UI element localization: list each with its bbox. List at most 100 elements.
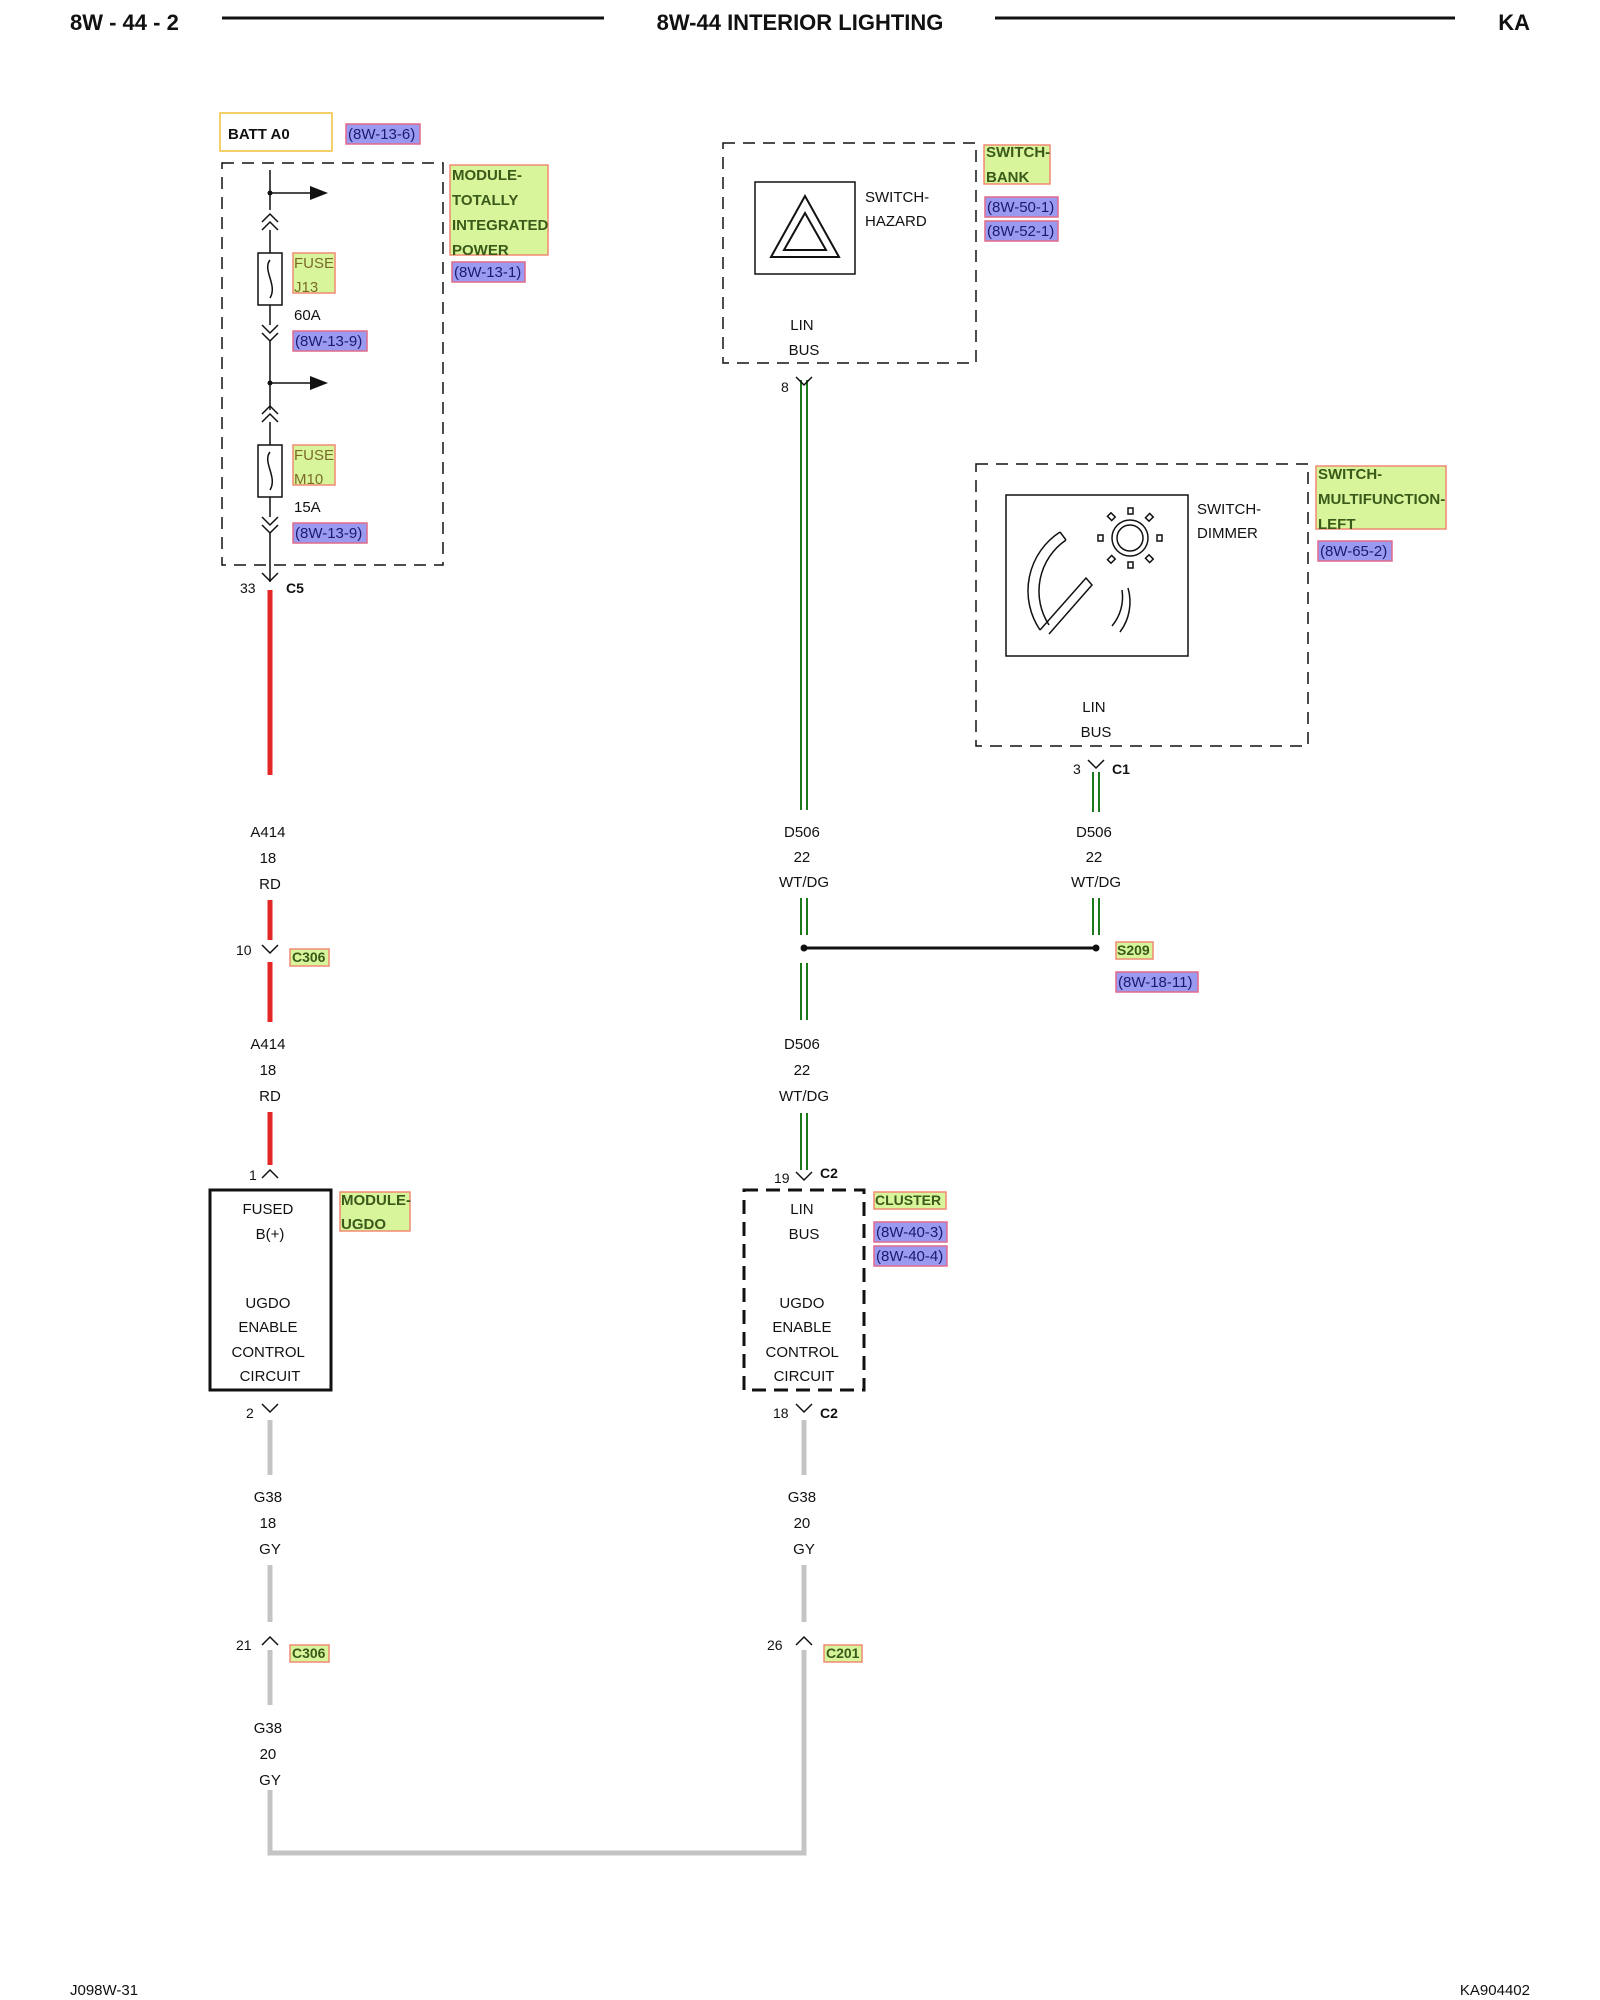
hazard-pin-label: LIN BUS — [789, 317, 820, 359]
wire-label-g38-cluster: G38 20 GY — [788, 1489, 821, 1558]
batt-ref[interactable]: (8W-13-6) — [348, 126, 415, 143]
tipm-module-box — [221, 162, 444, 566]
batt-ref-bg — [345, 123, 421, 145]
c306-top-tag-bg — [289, 948, 330, 967]
wire-label-d506-lower: D506 22 WT/DG — [779, 1036, 829, 1105]
tipm-out-connector: C5 — [286, 580, 304, 596]
junction-dot — [267, 190, 273, 196]
multifunction-switch-box — [975, 463, 1309, 747]
cluster-out-connector: C2 — [820, 1405, 838, 1421]
batt-a0-box — [219, 112, 333, 152]
arrow-right-icon — [310, 186, 328, 200]
cluster-in-terminal — [795, 1171, 813, 1182]
c201-tag[interactable]: C201 — [826, 1645, 860, 1661]
ugdo-tag[interactable]: MODULE- UGDO — [341, 1192, 415, 1233]
multifunction-tag-bg — [1315, 465, 1447, 530]
dimmer-switch-symbol — [1005, 494, 1189, 657]
fuse-j13-tag[interactable]: FUSE J13 — [294, 255, 338, 296]
switch-bank-ref1-bg — [984, 196, 1059, 218]
dimmer-pin-label: LIN BUS — [1081, 699, 1112, 741]
ugdo-out-pin: 2 — [246, 1405, 254, 1421]
tipm-tag-bg — [449, 164, 549, 256]
fuse-m10-ref-bg — [292, 522, 368, 544]
splice-dot-left — [800, 944, 808, 952]
fuse-m10-rating: 15A — [294, 499, 321, 516]
arrow-right-icon — [310, 376, 328, 390]
hazard-pin-terminal — [795, 376, 813, 387]
s209-tag[interactable]: S209 — [1117, 942, 1150, 958]
cluster-tag-bg — [873, 1191, 947, 1210]
switch-bank-ref1[interactable]: (8W-50-1) — [987, 199, 1054, 216]
c306-bottom-tag[interactable]: C306 — [292, 1645, 326, 1661]
hazard-switch-name: SWITCH- HAZARD — [865, 189, 933, 230]
fuse-j13-ref[interactable]: (8W-13-9) — [295, 333, 362, 350]
cluster-bottom-label: UGDO ENABLE CONTROL CIRCUIT — [766, 1295, 843, 1385]
dimmer-connector: C1 — [1112, 761, 1130, 777]
cluster-in-connector: C2 — [820, 1165, 838, 1181]
s209-ref[interactable]: (8W-18-11) — [1118, 974, 1192, 991]
fuse-m10-tag[interactable]: FUSE M10 — [294, 447, 338, 488]
fuse-j13-ref-bg — [292, 330, 368, 352]
footer-right: KA904402 — [1460, 1982, 1530, 1999]
ugdo-module-box — [208, 1188, 333, 1392]
cluster-in-pin: 19 — [774, 1170, 790, 1186]
c201-pin: 26 — [767, 1637, 783, 1653]
c306-top-terminal — [261, 944, 279, 955]
model-code: KA — [1498, 10, 1530, 35]
fuse-j13-tag-bg — [292, 252, 336, 294]
c306-bottom-terminal — [261, 1635, 279, 1646]
s209-ref-bg — [1115, 971, 1199, 993]
page-title: 8W-44 INTERIOR LIGHTING — [657, 10, 944, 35]
cluster-box — [742, 1188, 866, 1392]
multifunction-tag[interactable]: SWITCH- MULTIFUNCTION- LEFT — [1318, 466, 1449, 533]
page-code: 8W - 44 - 2 — [70, 10, 179, 35]
wire-label-a414-upper: A414 18 RD — [250, 824, 289, 893]
wire-label-g38-lower: G38 20 GY — [254, 1720, 287, 1789]
cluster-top-label: LIN BUS — [789, 1201, 820, 1243]
switch-bank-tag[interactable]: SWITCH- BANK — [986, 144, 1054, 186]
multifunction-ref-bg — [1317, 540, 1393, 562]
c201-terminal — [795, 1635, 813, 1646]
c306-top-tag[interactable]: C306 — [292, 949, 326, 965]
cluster-tag[interactable]: CLUSTER — [875, 1192, 941, 1208]
cluster-out-terminal — [795, 1403, 813, 1414]
ugdo-bottom-label: UGDO ENABLE CONTROL CIRCUIT — [232, 1295, 309, 1385]
c306-bottom-pin: 21 — [236, 1637, 252, 1653]
cluster-ref1-bg — [873, 1221, 948, 1243]
wire-d506-hazard-lower — [800, 898, 808, 1020]
ugdo-out-terminal — [261, 1403, 279, 1414]
ugdo-top-label: FUSED B(+) — [242, 1201, 297, 1243]
ugdo-in-pin: 1 — [249, 1167, 257, 1183]
wire-label-g38-ugdo: G38 18 GY — [254, 1489, 287, 1558]
tipm-tag[interactable]: MODULE- TOTALLY INTEGRATED POWER — [452, 167, 553, 259]
cluster-ref2[interactable]: (8W-40-4) — [876, 1248, 943, 1265]
fuse-j13-rating: 60A — [294, 307, 321, 324]
dimmer-pin: 3 — [1073, 761, 1081, 777]
hazard-inner-triangle-icon — [782, 210, 828, 251]
dimmer-dial-icon — [1027, 507, 1163, 635]
ugdo-in-terminal — [261, 1168, 279, 1179]
tipm-ref[interactable]: (8W-13-1) — [454, 264, 521, 281]
wire-d506-hazard — [800, 380, 808, 810]
c306-top-pin: 10 — [236, 942, 252, 958]
tipm-internal-circuit — [257, 170, 318, 583]
tipm-out-pin: 33 — [240, 580, 256, 596]
batt-a0-label: BATT A0 — [228, 126, 290, 143]
fuse-m10-ref[interactable]: (8W-13-9) — [295, 525, 362, 542]
fuse-m10-tag-bg — [292, 444, 336, 486]
switch-bank-ref2[interactable]: (8W-52-1) — [987, 223, 1054, 240]
hazard-pin: 8 — [781, 379, 789, 395]
cluster-out-pin: 18 — [773, 1405, 789, 1421]
cluster-ref1[interactable]: (8W-40-3) — [876, 1224, 943, 1241]
dimmer-switch-name: SWITCH- DIMMER — [1197, 501, 1265, 542]
wire-label-d506-hazard: D506 22 WT/DG — [779, 824, 829, 891]
switch-bank-box — [722, 142, 977, 364]
wire-label-a414-lower: A414 18 RD — [250, 1036, 289, 1105]
hazard-triangle-icon — [769, 193, 841, 258]
multifunction-ref[interactable]: (8W-65-2) — [1320, 543, 1387, 560]
ugdo-tag-bg — [339, 1191, 411, 1232]
c201-tag-bg — [823, 1644, 863, 1663]
junction-dot — [267, 380, 273, 386]
switch-bank-tag-bg — [983, 144, 1051, 185]
